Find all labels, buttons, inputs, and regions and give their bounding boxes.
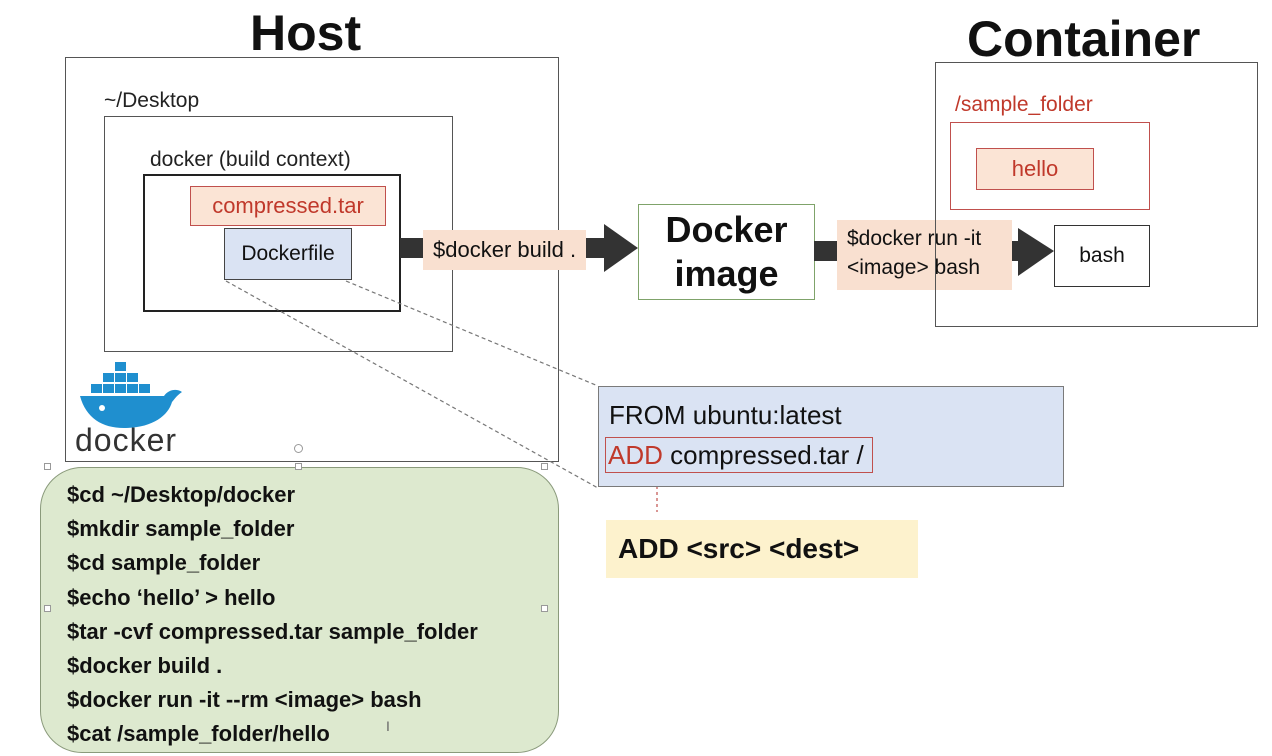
sample-folder-label: /sample_folder xyxy=(955,93,1093,116)
rotate-handle-icon[interactable] xyxy=(294,444,303,453)
run-command-line2: <image> bash xyxy=(847,256,981,279)
host-title: Host xyxy=(250,5,362,61)
run-command-line1: $docker run -it xyxy=(847,227,982,250)
run-command-label: $docker run -it <image> bash xyxy=(837,220,1012,290)
command-line: $tar -cvf compressed.tar sample_folder xyxy=(67,618,478,644)
compressed-tar-label: compressed.tar xyxy=(212,193,364,218)
desktop-label: ~/Desktop xyxy=(104,89,200,112)
command-line: $echo ‘hello’ > hello xyxy=(67,584,276,610)
dockerfile-line-from: FROM ubuntu:latest xyxy=(609,400,842,430)
command-line: $cd sample_folder xyxy=(67,550,261,576)
docker-image-box: Docker image xyxy=(638,204,815,300)
container-title: Container xyxy=(967,11,1201,67)
docker-logo-text: docker xyxy=(75,422,178,458)
docker-logo: docker xyxy=(72,356,192,458)
resize-handle-top-left[interactable] xyxy=(44,463,51,470)
command-line: $cd ~/Desktop/docker xyxy=(67,482,296,507)
command-line: $docker run -it --rm <image> bash xyxy=(67,687,422,713)
bash-box: bash xyxy=(1054,225,1150,287)
dockerfile-contents: FROM ubuntu:latest ADD compressed.tar / xyxy=(598,386,1064,487)
dockerfile-label: Dockerfile xyxy=(241,242,335,265)
resize-handle-top-right[interactable] xyxy=(541,463,548,470)
add-syntax-label: ADD <src> <dest> xyxy=(606,520,918,578)
command-list[interactable]: $cd ~/Desktop/docker $mkdir sample_folde… xyxy=(40,467,559,753)
dockerfile-line-add: ADD compressed.tar / xyxy=(605,437,873,473)
dockerfile-file: Dockerfile xyxy=(224,228,352,280)
resize-handle-top[interactable] xyxy=(295,463,302,470)
text-cursor-icon: I xyxy=(386,718,390,734)
sample-folder-box xyxy=(950,122,1150,210)
container-box xyxy=(935,62,1258,327)
compressed-tar-file: compressed.tar xyxy=(190,186,386,226)
docker-image-label-line2: image xyxy=(674,253,779,294)
docker-whale-icon xyxy=(80,362,182,428)
bash-label: bash xyxy=(1079,244,1125,267)
command-line: $docker build . xyxy=(67,653,223,679)
build-context-label: docker (build context) xyxy=(150,148,351,171)
command-line: $mkdir sample_folder xyxy=(67,516,295,542)
hello-file: hello xyxy=(976,148,1094,190)
add-syntax-text: ADD <src> <dest> xyxy=(618,533,860,564)
add-keyword: ADD xyxy=(608,440,663,470)
resize-handle-right[interactable] xyxy=(541,605,548,612)
build-command-label: $docker build . xyxy=(423,230,587,270)
docker-image-label-line1: Docker xyxy=(665,209,788,250)
resize-handle-left[interactable] xyxy=(44,605,51,612)
command-line: $cat /sample_folder/hello xyxy=(67,721,330,747)
hello-file-label: hello xyxy=(1011,156,1059,181)
add-args: compressed.tar / xyxy=(662,440,864,470)
